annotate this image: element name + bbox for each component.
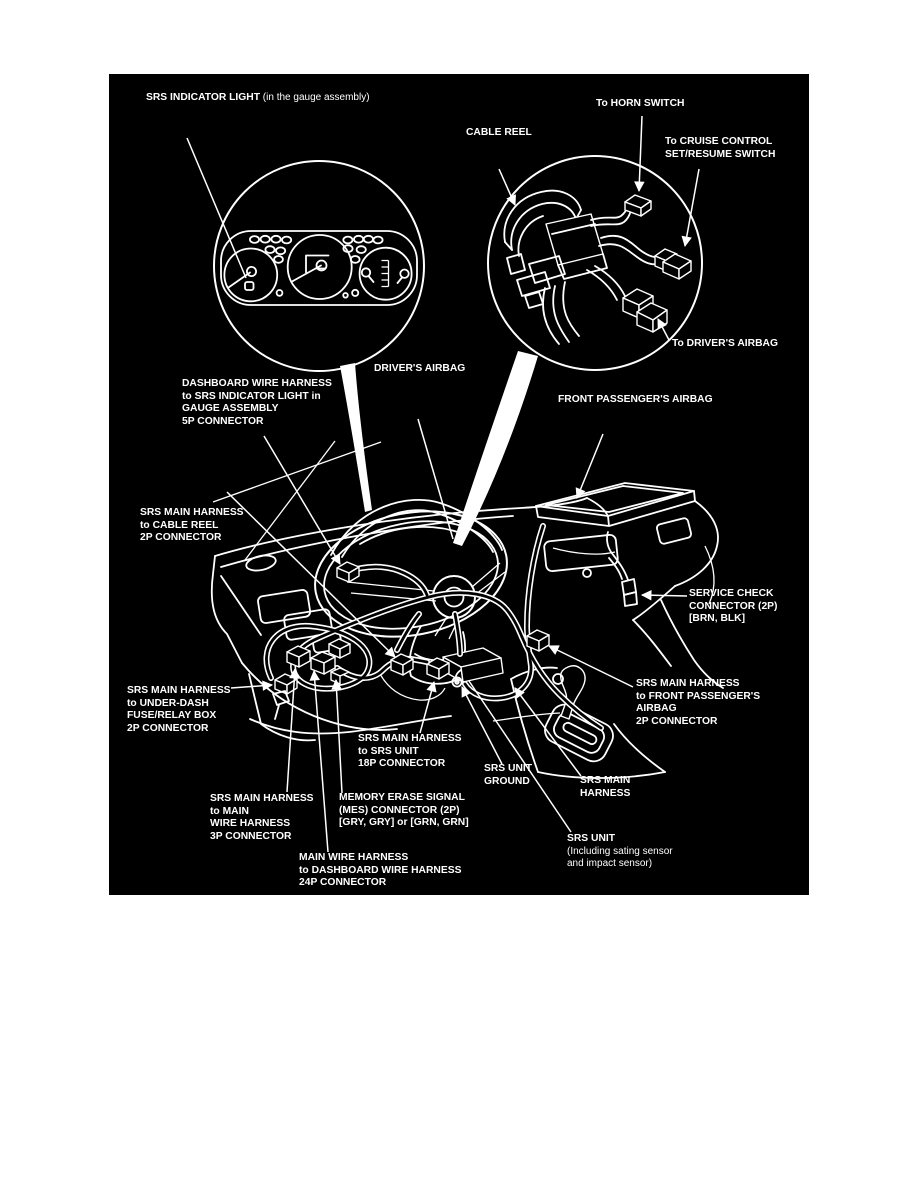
left-callout-wedge: [340, 363, 372, 512]
label-srs-unit-18p: SRS MAIN HARNESS to SRS UNIT 18P CONNECT…: [358, 733, 462, 770]
srs-unit-box: [442, 647, 504, 683]
leader-front-passenger-2p: [548, 645, 634, 688]
leader-srs-unit: [468, 680, 572, 833]
leader-cable-reel: [498, 168, 516, 206]
leader-srs-unit-18p: [419, 680, 437, 734]
leader-24p: [309, 669, 329, 853]
right-callout-wedge: [453, 351, 538, 546]
leader-5p: [263, 435, 341, 565]
connector-5p: [336, 561, 360, 583]
horn-switch-connector: [624, 194, 652, 217]
connector-cable-reel-2p: [390, 653, 414, 676]
connector-3p: [286, 645, 311, 668]
label-srs-main-harness: SRS MAIN HARNESS: [580, 775, 631, 799]
connector-18p: [426, 657, 450, 680]
connector-cluster-extra: [328, 638, 351, 685]
leader-front-passengers-airbag: [575, 433, 604, 499]
label-srs-unit: SRS UNIT (Including sating sensor and im…: [567, 833, 673, 870]
leader-srs-main-harness: [514, 687, 582, 777]
cruise-connector: [654, 248, 692, 280]
label-srs-indicator-light: SRS INDICATOR LIGHT (in the gauge assemb…: [146, 92, 370, 103]
label-to-drivers-airbag: To DRIVER'S AIRBAG: [672, 338, 778, 349]
leader-srs-unit-ground: [461, 686, 503, 765]
service-check-connector: [606, 531, 638, 607]
dashboard-drawing: [210, 440, 724, 779]
leader-cruise: [681, 168, 700, 248]
drivers-airbag-connector: [622, 288, 668, 333]
connector-front-passenger-2p: [526, 629, 550, 652]
srs-component-diagram: .ln{stroke:#fff;stroke-width:1.8;fill:no…: [186, 115, 724, 853]
label-main-wire-24p: MAIN WIRE HARNESS to DASHBOARD WIRE HARN…: [299, 852, 462, 889]
leader-lines: [226, 418, 688, 853]
label-service-check: SERVICE CHECK CONNECTOR (2P) [BRN, BLK]: [689, 588, 778, 625]
leader-drivers-airbag: [417, 418, 454, 540]
gauge-cluster-callout: [186, 137, 425, 372]
ground-bolt: [451, 676, 463, 688]
diagram-panel: .ln{stroke:#fff;stroke-width:1.8;fill:no…: [109, 74, 809, 895]
leader-mes: [331, 678, 343, 794]
leader-3p: [286, 667, 300, 793]
label-front-passengers-airbag: FRONT PASSENGER'S AIRBAG: [558, 394, 713, 405]
label-dashboard-wire-harness: DASHBOARD WIRE HARNESS to SRS INDICATOR …: [182, 378, 332, 427]
label-fuse-relay-box: SRS MAIN HARNESS to UNDER-DASH FUSE/RELA…: [127, 685, 231, 734]
leader-service-check: [640, 589, 688, 601]
cable-reel-callout: [487, 115, 703, 371]
label-drivers-airbag: DRIVER'S AIRBAG: [374, 363, 466, 374]
leader-horn-switch: [634, 115, 645, 193]
connector-24p: [310, 651, 336, 675]
label-srs-unit-ground: SRS UNIT GROUND: [484, 763, 533, 787]
label-cable-reel-2p: SRS MAIN HARNESS to CABLE REEL 2P CONNEC…: [140, 507, 244, 544]
leader-srs-indicator-light: [186, 137, 247, 279]
label-cruise-control: To CRUISE CONTROL SET/RESUME SWITCH: [665, 136, 776, 160]
label-horn-switch: To HORN SWITCH: [596, 98, 685, 109]
label-memory-erase: MEMORY ERASE SIGNAL (MES) CONNECTOR (2P)…: [339, 792, 469, 829]
leader-fuse-relay: [230, 680, 274, 691]
leader-cable-reel-2p: [226, 491, 396, 658]
label-main-wire-3p: SRS MAIN HARNESS to MAIN WIRE HARNESS 3P…: [210, 793, 314, 842]
label-cable-reel: CABLE REEL: [466, 127, 532, 138]
srs-main-harness-cable: [263, 523, 604, 731]
label-front-passenger-2p: SRS MAIN HARNESS to FRONT PASSENGER'S AI…: [636, 678, 761, 727]
leader-to-drivers-airbag: [657, 318, 670, 341]
